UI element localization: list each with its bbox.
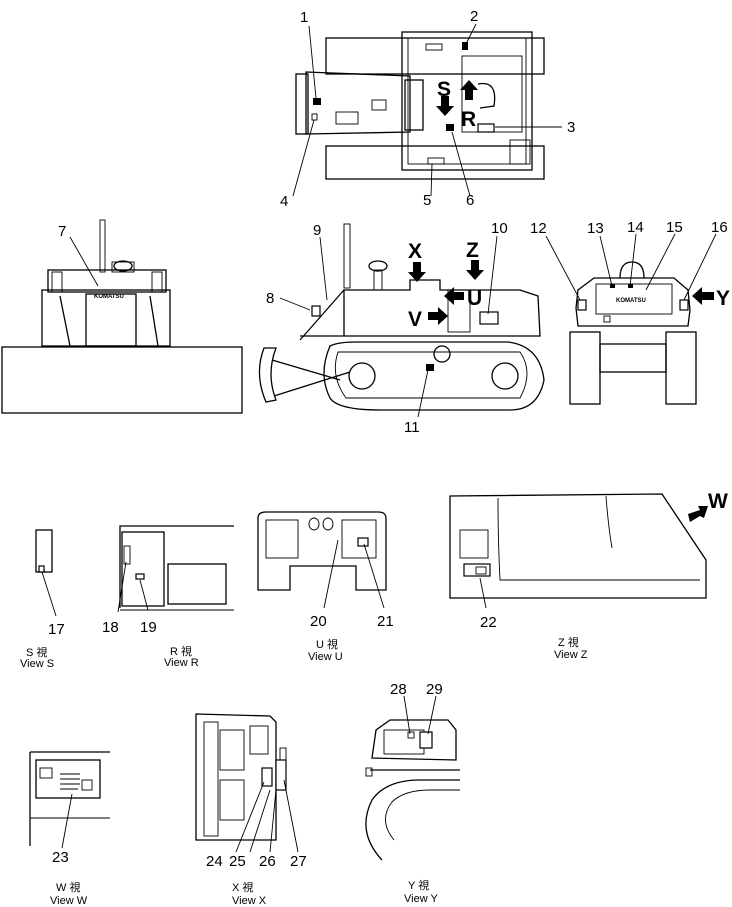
arrow-glyph-Y-rear [692, 287, 714, 305]
view-Z-drawing [449, 493, 707, 609]
arrow-glyph-V [428, 307, 448, 325]
arrow-glyph-up [460, 80, 478, 100]
view-R-drawing [117, 525, 234, 613]
arrow-glyph-Z [466, 260, 484, 280]
caption-S-english: View S [20, 658, 54, 670]
callout-5: 5 [423, 192, 431, 209]
callout-13: 13 [587, 220, 604, 237]
rear-view-drawing [569, 261, 697, 405]
caption-R-english: View R [164, 657, 199, 669]
callout-11: 11 [404, 419, 420, 436]
callout-26: 26 [259, 853, 276, 870]
callout-18: 18 [102, 619, 119, 636]
front-view-drawing [1, 219, 243, 414]
callout-6: 6 [466, 192, 474, 209]
caption-Y-english: View Y [404, 893, 439, 905]
brand-label-rear: KOMATSU [616, 298, 646, 304]
caption-U-kanji: U 視 [316, 637, 338, 651]
callout-21: 21 [377, 613, 394, 630]
arrow-glyph-W [688, 506, 708, 522]
callout-9: 9 [313, 222, 321, 239]
callout-10: 10 [491, 220, 508, 237]
leader-line-7 [69, 236, 99, 287]
caption-X-kanji: X 視 [232, 880, 253, 894]
callout-20: 20 [310, 613, 327, 630]
callout-29: 29 [426, 681, 443, 698]
callout-7: 7 [58, 223, 66, 240]
view-letter-X: X [408, 240, 422, 263]
leader-lines-top [292, 23, 562, 197]
caption-Z-english: View Z [554, 649, 588, 661]
view-letter-Z: Z [466, 239, 479, 262]
callout-16: 16 [711, 219, 728, 236]
callout-14: 14 [627, 219, 644, 236]
callout-27: 27 [290, 853, 307, 870]
view-Y-drawing [365, 695, 460, 861]
callout-15: 15 [666, 219, 683, 236]
view-S-drawing [35, 529, 57, 617]
view-letter-U: U [467, 287, 482, 310]
caption-U-english: View U [308, 651, 343, 663]
side-view-drawing [258, 223, 545, 411]
caption-W-kanji: W 視 [56, 880, 80, 894]
callout-25: 25 [229, 853, 246, 870]
caption-Z-kanji: Z 視 [558, 635, 579, 649]
top-view-drawing [295, 31, 545, 180]
view-letter-Y: Y [716, 287, 730, 310]
view-W-drawing [29, 751, 110, 849]
caption-S-kanji: S 視 [26, 645, 47, 659]
view-letter-S: S [437, 78, 451, 101]
view-letter-V: V [408, 308, 422, 331]
callout-17: 17 [48, 621, 65, 638]
arrow-glyph-U [444, 287, 464, 305]
callout-8: 8 [266, 290, 274, 307]
caption-R-kanji: R 視 [170, 644, 192, 658]
brand-label-front: KOMATSU [94, 294, 124, 300]
view-letter-W: W [708, 490, 728, 513]
callout-28: 28 [390, 681, 407, 698]
callout-3: 3 [567, 119, 575, 136]
caption-X-english: View X [232, 895, 267, 907]
view-letter-R: R [461, 108, 476, 131]
arrow-glyph-X [408, 262, 426, 282]
view-U-drawing [257, 511, 387, 609]
callout-2: 2 [470, 8, 478, 25]
callout-4: 4 [280, 193, 288, 210]
callout-22: 22 [480, 614, 497, 631]
callout-23: 23 [52, 849, 69, 866]
caption-W-english: View W [50, 895, 88, 907]
view-X-drawing [195, 713, 299, 853]
callout-12: 12 [530, 220, 547, 237]
leader-lines-side [279, 235, 498, 418]
callout-24: 24 [206, 853, 223, 870]
callout-1: 1 [300, 9, 308, 26]
leader-lines-rear [545, 233, 717, 301]
arrow-glyph-down [436, 96, 454, 116]
caption-Y-kanji: Y 視 [408, 878, 429, 892]
callout-19: 19 [140, 619, 157, 636]
